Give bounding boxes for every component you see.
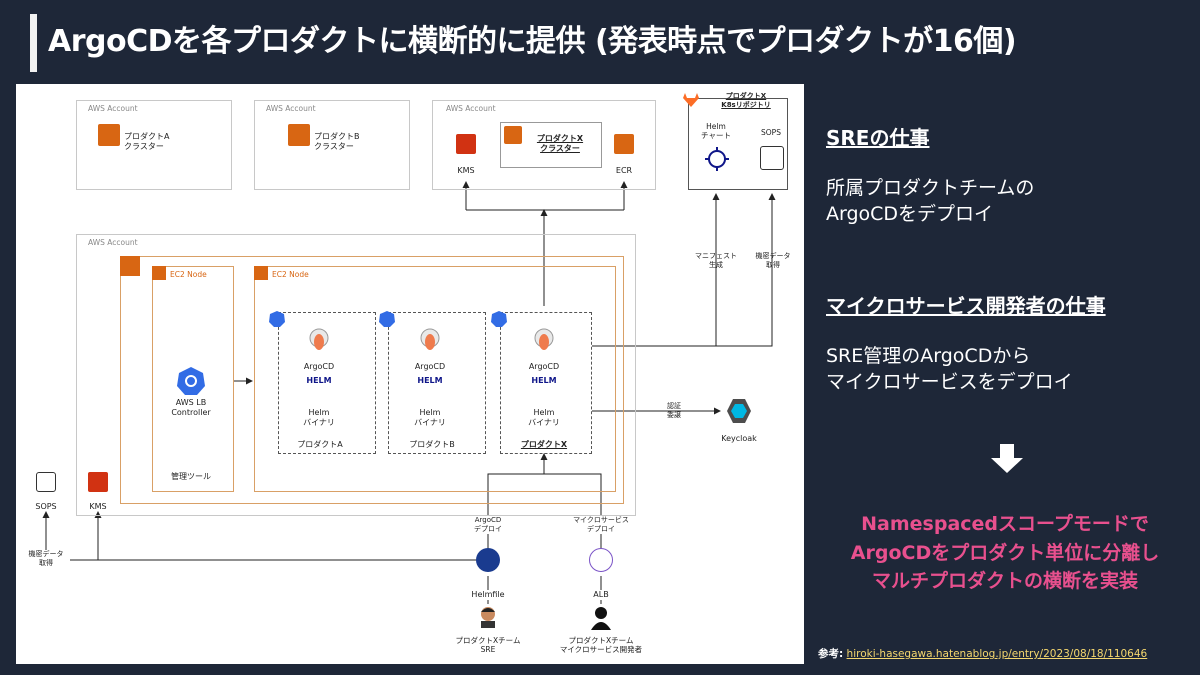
kms-icon (456, 134, 476, 154)
k8s-icon (378, 310, 396, 328)
ec2-node-left (152, 266, 234, 492)
k8s-icon (176, 366, 206, 396)
aws-account-x (432, 100, 656, 190)
safe-icon (36, 472, 56, 492)
argocd-deploy-label: ArgoCD デプロイ (464, 516, 512, 534)
ec2-node-label: EC2 Node (272, 270, 309, 279)
aws-account-label: AWS Account (266, 104, 316, 113)
k8s-repo-box (688, 98, 788, 190)
namespace-x (500, 312, 592, 454)
down-arrow-icon (990, 444, 1024, 478)
reference-label: 参考: (818, 648, 844, 660)
cluster-b-label: プロダクトB クラスター (314, 132, 360, 151)
argocd-label: ArgoCD (528, 362, 560, 371)
ms-deploy-label: マイクロサービス デプロイ (568, 516, 634, 534)
alb-icon (589, 548, 613, 572)
keycloak-icon (726, 398, 752, 424)
helm-logo-text: HELM (306, 376, 332, 385)
gitlab-icon (682, 92, 700, 108)
argocd-label: ArgoCD (414, 362, 446, 371)
eks-cluster-box (120, 256, 624, 504)
product-x-label: プロダクトX (520, 440, 568, 449)
team-dev-label: プロダクトXチーム マイクロサービス開発者 (559, 636, 643, 655)
architecture-diagram: AWS Account プロダクトA クラスター AWS Account プロダ… (16, 84, 804, 664)
kms-label: KMS (457, 166, 475, 175)
eks-icon (98, 124, 120, 146)
aws-account-b (254, 100, 410, 190)
user-icon (590, 606, 612, 630)
argocd-icon (419, 328, 441, 356)
manifest-gen-label: マニフェスト 生成 (695, 252, 737, 269)
product-a-label: プロダクトA (297, 440, 343, 449)
repo-title: プロダクトX K8sリポジトリ (721, 92, 771, 109)
product-b-label: プロダクトB (409, 440, 455, 449)
helmfile-label: Helmfile (466, 590, 510, 600)
ecr-label: ECR (615, 166, 633, 175)
aws-account-main (76, 234, 636, 516)
helm-logo-text: HELM (417, 376, 443, 385)
mgmt-tools-label: 管理ツール (171, 472, 211, 481)
sre-text: 所属プロダクトチームの ArgoCDをデプロイ (826, 177, 1035, 225)
argocd-label: ArgoCD (303, 362, 335, 371)
dev-text: SRE管理のArgoCDから マイクロサービスをデプロイ (826, 345, 1073, 393)
auth-delegate-label: 認証 委譲 (667, 402, 681, 419)
reference-link[interactable]: hiroki-hasegawa.hatenablog.jp/entry/2023… (846, 648, 1148, 660)
dev-heading: マイクロサービス開発者の仕事 (826, 294, 1106, 318)
sops-bottom-label: SOPS (35, 502, 57, 511)
aws-account-label: AWS Account (88, 104, 138, 113)
eks-icon (504, 126, 522, 144)
argocd-icon (308, 328, 330, 356)
ec2-node-right (254, 266, 616, 492)
eks-icon (120, 256, 140, 276)
keycloak-label: Keycloak (721, 434, 757, 443)
ecr-icon (614, 134, 634, 154)
k8s-icon (268, 310, 286, 328)
team-sre-label: プロダクトXチーム SRE (455, 636, 521, 655)
secret-fetch-label: 機密データ 取得 (755, 252, 791, 269)
helmfile-icon (476, 548, 500, 572)
helm-chart-label: Helm チャート (701, 122, 731, 141)
reference-line: 参考: hiroki-hasegawa.hatenablog.jp/entry/… (818, 646, 1147, 661)
secret-fetch-bottom-label: 機密データ 取得 (22, 550, 70, 568)
sre-heading: SREの仕事 (826, 126, 930, 150)
aws-account-label: AWS Account (446, 104, 496, 113)
helm-binary-label: Helm バイナリ (303, 408, 335, 427)
aws-lb-controller-label: AWS LB Controller (171, 398, 211, 417)
ec2-node-label: EC2 Node (170, 270, 207, 279)
eks-icon (288, 124, 310, 146)
aws-account-a (76, 100, 232, 190)
helm-icon (704, 146, 730, 172)
ec2-icon (152, 266, 166, 280)
cluster-x-label: プロダクトX クラスター (536, 134, 584, 153)
helm-logo-text: HELM (531, 376, 557, 385)
cluster-x-box (500, 122, 602, 168)
kms-bottom-label: KMS (89, 502, 107, 511)
namespace-a (278, 312, 376, 454)
helm-binary-label: Helm バイナリ (528, 408, 560, 427)
kms-icon (88, 472, 108, 492)
sre-avatar (478, 606, 498, 628)
k8s-icon (490, 310, 508, 328)
alb-label: ALB (584, 590, 618, 600)
title-accent-bar (30, 14, 37, 72)
safe-icon (760, 146, 784, 170)
namespace-b (388, 312, 486, 454)
helm-binary-label: Helm バイナリ (414, 408, 446, 427)
highlight-message: Namespacedスコープモードで ArgoCDをプロダクト単位に分離し マル… (850, 513, 1160, 592)
ec2-icon (254, 266, 268, 280)
sops-label: SOPS (761, 128, 781, 137)
aws-account-label: AWS Account (88, 238, 138, 247)
argocd-icon (533, 328, 555, 356)
cluster-a-label: プロダクトA クラスター (124, 132, 170, 151)
slide-title: ArgoCDを各プロダクトに横断的に提供 (発表時点でプロダクトが16個) (48, 24, 1017, 59)
